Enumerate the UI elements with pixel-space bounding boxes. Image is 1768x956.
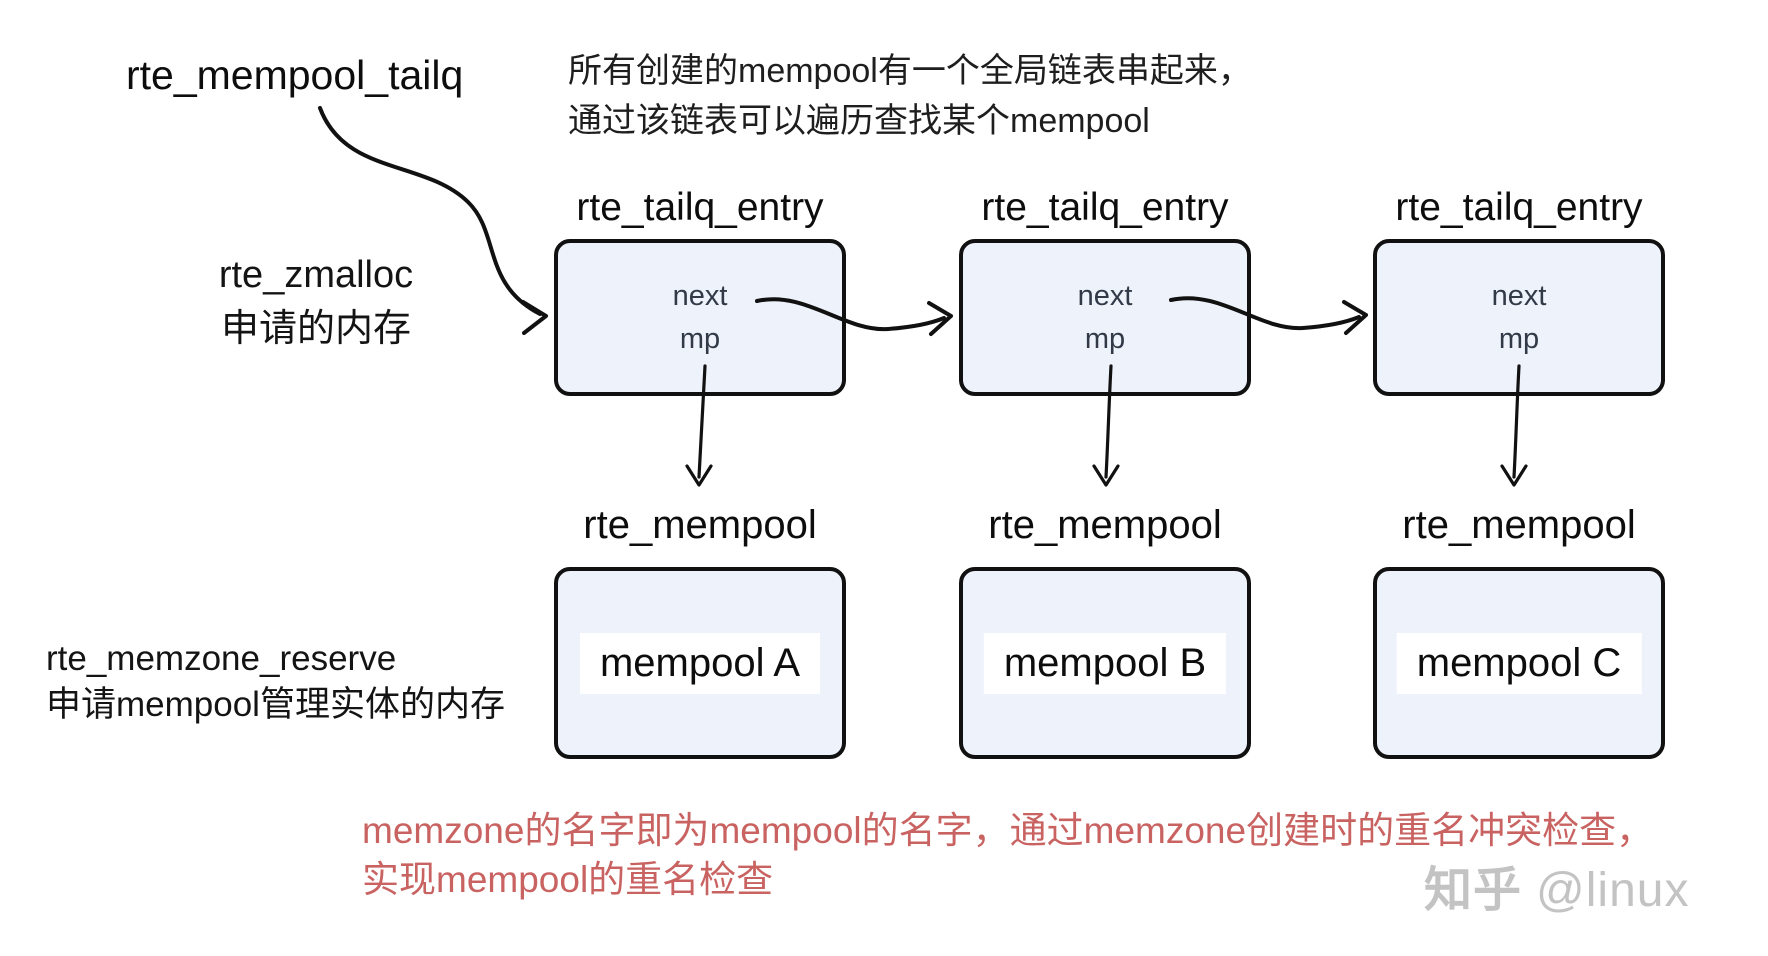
tailq-entry-title-1: rte_tailq_entry	[576, 186, 824, 229]
mempool-title-1: rte_mempool	[583, 503, 817, 547]
watermark-handle: @linux	[1536, 864, 1690, 917]
mempool-title-3: rte_mempool	[1402, 503, 1636, 547]
mempool-label-c: mempool C	[1396, 633, 1642, 694]
tailq-entry-title-2: rte_tailq_entry	[981, 186, 1229, 229]
field-next: next	[1077, 279, 1133, 312]
zmalloc-note-line-1: rte_zmalloc	[218, 254, 414, 296]
watermark: 知乎@linux	[1424, 850, 1689, 920]
mempool-box-c: mempool C	[1373, 567, 1665, 759]
red-note-line-2: 实现mempool的重名检查	[362, 859, 774, 900]
field-mp: mp	[1498, 322, 1540, 355]
global-list-description: 所有创建的mempool有一个全局链表串起来， 通过该链表可以遍历查找某个mem…	[568, 46, 1252, 146]
mempool-box-b: mempool B	[959, 567, 1251, 759]
memzone-note-line-1: rte_memzone_reserve	[46, 639, 397, 678]
tailq-entry-box-3: next mp	[1373, 239, 1665, 396]
field-mp: mp	[679, 322, 721, 355]
mempool-title-2: rte_mempool	[988, 503, 1222, 547]
memzone-note-line-2: 申请mempool管理实体的内存	[46, 685, 505, 724]
tailq-entry-box-1: next mp	[554, 239, 846, 396]
tailq-entry-box-2: next mp	[959, 239, 1251, 396]
description-line-1: 所有创建的mempool有一个全局链表串起来，	[568, 52, 1252, 90]
tailq-head-label: rte_mempool_tailq	[126, 52, 464, 98]
field-next: next	[1491, 279, 1547, 312]
memzone-note: rte_memzone_reserve 申请mempool管理实体的内存	[46, 636, 505, 728]
field-mp: mp	[1084, 322, 1126, 355]
red-note-line-1: memzone的名字即为mempool的名字，通过memzone创建时的重名冲突…	[362, 810, 1654, 851]
mempool-label-a: mempool A	[579, 633, 821, 694]
zhihu-logo: 知乎	[1424, 864, 1523, 917]
mempool-box-a: mempool A	[554, 567, 846, 759]
red-note: memzone的名字即为mempool的名字，通过memzone创建时的重名冲突…	[362, 806, 1653, 904]
mempool-label-b: mempool B	[983, 633, 1227, 694]
zmalloc-note: rte_zmalloc 申请的内存	[186, 248, 446, 356]
zmalloc-note-line-2: 申请的内存	[220, 308, 411, 350]
field-next: next	[672, 279, 728, 312]
tailq-entry-title-3: rte_tailq_entry	[1395, 186, 1643, 229]
description-line-2: 通过该链表可以遍历查找某个mempool	[568, 102, 1150, 140]
